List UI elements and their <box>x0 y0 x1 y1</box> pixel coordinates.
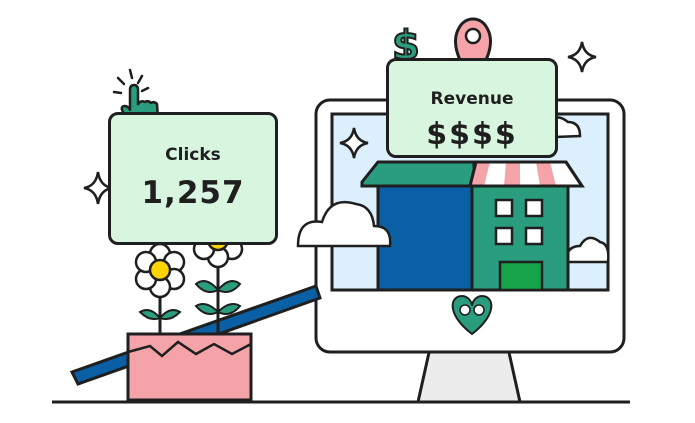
sparkle-icon <box>567 41 597 73</box>
window-4 <box>524 226 544 246</box>
window-2 <box>524 198 544 218</box>
left-building <box>376 184 476 292</box>
window-3 <box>494 226 514 246</box>
window-1 <box>494 198 514 218</box>
revenue-label: Revenue <box>430 89 514 109</box>
heart-location-logo <box>451 294 493 336</box>
storefront <box>360 160 585 292</box>
awning-stripe-2 <box>504 162 520 186</box>
cloud-screen-bottom <box>564 236 610 264</box>
revenue-value: $$$$ <box>426 117 518 152</box>
awning-outline <box>468 160 585 188</box>
flower-pot <box>126 332 253 402</box>
door <box>498 260 544 292</box>
monitor-stand <box>416 346 522 404</box>
clicks-label: Clicks <box>165 145 221 165</box>
sparkle-icon <box>83 171 113 205</box>
awning-stripe-3 <box>536 162 556 186</box>
revenue-card: Revenue $$$$ <box>386 58 558 158</box>
left-roof <box>360 160 476 188</box>
sparkle-icon <box>339 127 369 159</box>
flower-left <box>134 242 186 340</box>
cloud-left <box>296 200 392 248</box>
clicks-value: 1,257 <box>141 175 245 211</box>
clicks-card: Clicks 1,257 <box>108 112 278 245</box>
